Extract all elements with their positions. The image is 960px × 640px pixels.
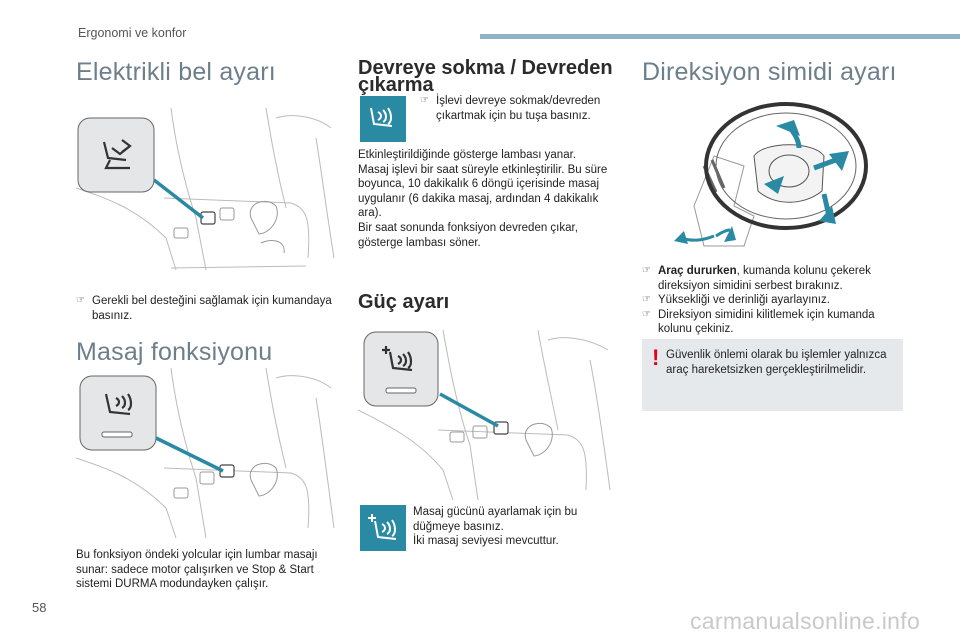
lumbar-instruction: ☞ Gerekli bel desteğini sağlamak için ku… xyxy=(76,295,332,322)
bullet-icon: ☞ xyxy=(642,308,651,320)
bullet-icon: ☞ xyxy=(420,95,429,106)
steering-wheel-illustration xyxy=(674,102,868,247)
section-header: Ergonomi ve konfor xyxy=(78,26,187,40)
massage-control-illustration xyxy=(76,368,335,538)
power-control-illustration xyxy=(358,330,611,500)
page-number: 58 xyxy=(32,600,47,615)
steering-instructions: ☞ Araç dururken, kumanda kolunu çekerek … xyxy=(642,265,875,336)
bullet-icon: ☞ xyxy=(642,265,651,276)
steering-title: Direksiyon simidi ayarı xyxy=(642,58,897,86)
bullet-icon: ☞ xyxy=(642,294,651,306)
bullet-icon: ☞ xyxy=(76,295,85,306)
massage-button-icon xyxy=(360,96,406,142)
header-bar xyxy=(480,34,960,39)
lumbar-control-illustration xyxy=(76,108,335,270)
power-description: Masaj gücünü ayarlamak için bu düğmeye b… xyxy=(413,506,578,548)
watermark: carmanualsonline.info xyxy=(690,608,921,634)
massage-power-icon xyxy=(360,505,406,551)
warning-icon: ! xyxy=(652,345,660,370)
activation-para1: Etkinleştirildiğinde gösterge lambası ya… xyxy=(358,149,608,220)
activation-instruction: ☞ İşlevi devreye sokmak/devreden çıkartm… xyxy=(420,95,601,122)
activation-para2: Bir saat sonunda fonksiyon devreden çıka… xyxy=(358,222,578,249)
power-title: Güç ayarı xyxy=(358,291,450,313)
massage-title: Masaj fonksiyonu xyxy=(76,338,273,366)
massage-description: Bu fonksiyon öndeki yolcular için lumbar… xyxy=(76,549,318,591)
lumbar-title: Elektrikli bel ayarı xyxy=(76,58,276,86)
activation-title: Devreye sokma / Devreden çıkarma xyxy=(358,57,613,96)
safety-warning-box: ! Güvenlik önlemi olarak bu işlemler yal… xyxy=(642,339,903,411)
safety-warning-text: Güvenlik önlemi olarak bu işlemler yalnı… xyxy=(666,349,887,376)
